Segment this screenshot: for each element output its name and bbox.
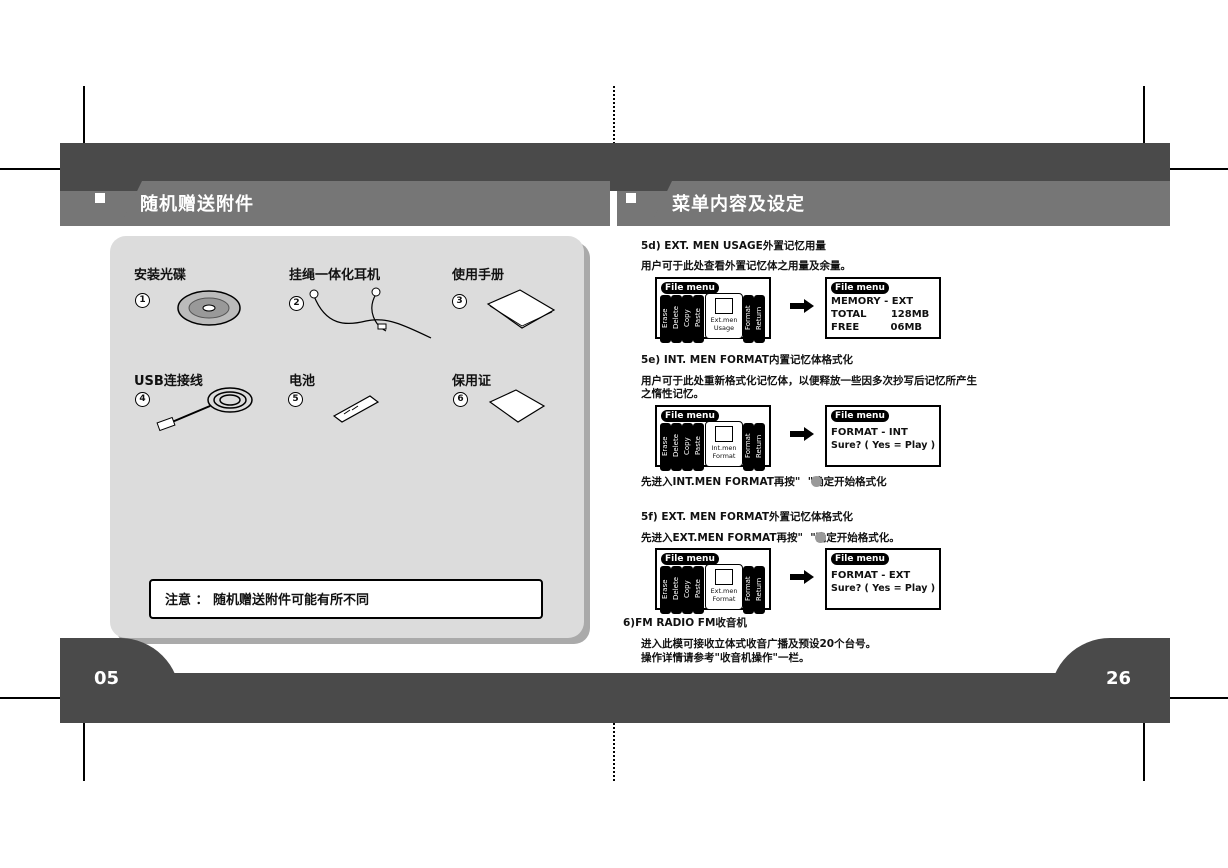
lcd-line: Sure? ( Yes = Play ) [831,440,936,451]
menu-tab: Delete [671,566,682,614]
item-label-usb: USB连接线 [134,374,203,389]
item-number: 4 [135,392,150,407]
crop-mark [1170,697,1228,699]
menu-tab: Erase [660,295,671,343]
section-6-desc: 进入此模可接收立体式收音广播及预设20个台号。 [641,638,877,650]
item-number: 6 [453,392,468,407]
section-5e-title: 5e) INT. MEN FORMAT内置记忆体格式化 [641,354,853,366]
section-5f-desc: 先进入EXT.MEN FORMAT再按" "确定开始格式化。 [641,532,900,544]
right-title-tab [650,181,1170,226]
manual-icon [486,289,556,329]
center-fold-mark [613,86,615,144]
page-number-left: 05 [94,668,120,689]
menu-tab: Erase [660,423,671,471]
lcd-line: TOTAL 128MB [831,309,930,320]
bullet-square-icon [626,193,636,203]
menu-tab: Delete [671,423,682,471]
lcd-screen-5d-menu: File menu Erase Delete Copy Paste Ext.me… [655,277,771,343]
lcd-header: File menu [661,282,719,294]
left-title-tab [120,181,610,226]
memory-card-icon: Ext.men Usage [705,293,743,339]
lcd-line: FORMAT - EXT [831,570,911,581]
lcd-header: File menu [661,410,719,422]
battery-icon [332,395,380,423]
item-label-warranty: 保用证 [452,374,492,389]
play-button-icon [811,476,822,487]
menu-tab: Return [754,295,765,343]
section-5d-title: 5d) EXT. MEN USAGE外置记忆用量 [641,240,826,252]
crop-mark [0,697,60,699]
arrow-right-icon [790,299,814,313]
usb-cable-icon [156,387,253,432]
warranty-card-icon [488,389,546,423]
lcd-header: File menu [661,553,719,565]
item-label-battery: 电池 [289,374,316,389]
memory-card-icon: Int.men Format [705,421,743,467]
lcd-header: File menu [831,410,889,422]
item-number: 1 [135,293,150,308]
crop-mark [83,723,85,781]
lcd-screen-5e-menu: File menu Erase Delete Copy Paste Int.me… [655,405,771,471]
lcd-screen-5e-result: File menu FORMAT - INT Sure? ( Yes = Pla… [825,405,941,467]
menu-tab: Return [754,566,765,614]
section-5f-title: 5f) EXT. MEN FORMAT外置记忆体格式化 [641,511,853,523]
note-box: 注意 ： 随机赠送附件可能有所不同 [149,579,543,619]
crop-mark [0,168,60,170]
item-number: 3 [452,294,467,309]
left-section-title: 随机赠送附件 [140,194,254,215]
crop-mark [1170,168,1228,170]
menu-tab: Paste [693,295,704,343]
lcd-line: FREE 06MB [831,322,923,333]
item-number: 2 [289,296,304,311]
menu-tab: Copy [682,423,693,471]
lcd-screen-5d-result: File menu MEMORY - EXT TOTAL 128MB FREE … [825,277,941,339]
memory-card-icon: Ext.men Format [705,564,743,610]
cd-icon [177,290,241,326]
menu-tab: Format [743,423,754,471]
menu-tab: Erase [660,566,671,614]
menu-tab: Delete [671,295,682,343]
item-label-earphone: 挂绳一体化耳机 [289,268,381,283]
menu-tab: Copy [682,566,693,614]
menu-tab: Return [754,423,765,471]
lcd-line: FORMAT - INT [831,427,908,438]
lcd-screen-5f-menu: File menu Erase Delete Copy Paste Ext.me… [655,548,771,614]
center-fold-mark [613,723,615,781]
menu-tab: Format [743,566,754,614]
bullet-square-icon [95,193,105,203]
menu-tab: Paste [693,566,704,614]
arrow-right-icon [790,570,814,584]
lcd-header: File menu [831,553,889,565]
lcd-line: MEMORY - EXT [831,296,914,307]
lcd-header: File menu [831,282,889,294]
section-6-title: 6)FM RADIO FM收音机 [623,617,747,629]
right-section-title: 菜单内容及设定 [672,194,805,215]
play-button-icon [815,532,826,543]
menu-tab: Format [743,295,754,343]
crop-mark [1143,723,1145,781]
crop-mark [1143,86,1145,144]
lcd-screen-5f-result: File menu FORMAT - EXT Sure? ( Yes = Pla… [825,548,941,610]
lcd-line: Sure? ( Yes = Play ) [831,583,936,594]
crop-mark [83,86,85,144]
section-6-desc-2: 操作详情请参考"收音机操作"一栏。 [641,652,810,664]
footer-band [60,673,1170,723]
section-5e-desc-2: 之惰性记忆。 [641,388,704,400]
arrow-right-icon [790,427,814,441]
section-5e-instruction: 先进入INT.MEN FORMAT再按" "确定开始格式化 [641,476,887,488]
section-5e-desc: 用户可于此处重新格式化记忆体，以便释放一些因多次抄写后记忆所产生 [641,375,977,387]
item-number: 5 [288,392,303,407]
item-label-cd: 安装光碟 [134,268,187,283]
menu-tab: Copy [682,295,693,343]
item-label-manual: 使用手册 [452,268,505,283]
section-5d-desc: 用户可于此处查看外置记忆体之用量及余量。 [641,260,851,272]
menu-tab: Paste [693,423,704,471]
earphone-icon [309,287,432,339]
page-number-right: 26 [1106,668,1132,689]
